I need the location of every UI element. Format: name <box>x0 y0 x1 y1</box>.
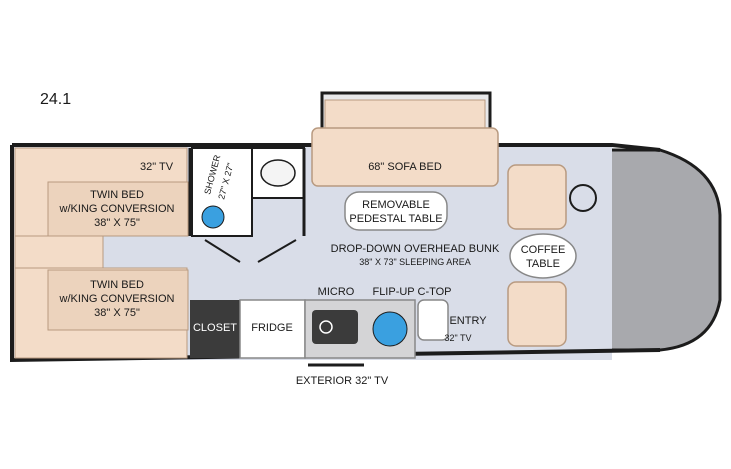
cab-area <box>598 148 722 352</box>
pedestal-table[interactable] <box>344 191 448 231</box>
galley-sink[interactable] <box>372 311 408 347</box>
entry-label: ENTRY <box>449 315 487 327</box>
coffee-table[interactable] <box>509 233 577 279</box>
coffee-label: COFFEE <box>521 244 566 256</box>
twin-top-title: TWIN BED <box>90 189 144 201</box>
bunk-size-label: 38" X 73" SLEEPING AREA <box>359 257 470 267</box>
coffee-sub-label: TABLE <box>526 258 560 270</box>
sofa-back <box>324 99 486 129</box>
cooktop-burner <box>319 320 333 334</box>
twin-bottom-title: TWIN BED <box>90 279 144 291</box>
bedroom-tv-label: 32" TV <box>140 161 174 173</box>
closet[interactable] <box>190 300 240 358</box>
passenger-seat-top[interactable] <box>507 164 567 230</box>
bath-door-swing <box>204 239 297 263</box>
table-sub-label: PEDESTAL TABLE <box>349 213 442 225</box>
twin-bottom-size: 38" X 75" <box>94 307 140 319</box>
flip-up-countertop[interactable] <box>417 299 449 341</box>
model-number: 24.1 <box>40 91 72 108</box>
entry-tv-label: 32" TV <box>444 333 471 343</box>
sofa-label: 68" SOFA BED <box>368 161 442 173</box>
table-label: REMOVABLE <box>362 199 430 211</box>
twin-top-size: 38" X 75" <box>94 217 140 229</box>
exterior-wall <box>10 143 661 363</box>
micro-label: MICRO <box>318 286 355 298</box>
king-filler <box>14 235 104 269</box>
twin-bottom-sub: w/KING CONVERSION <box>59 293 175 305</box>
microwave-cooktop[interactable] <box>312 310 358 344</box>
bed-pillow-bottom <box>47 269 189 331</box>
sofa-bed[interactable] <box>311 127 499 187</box>
fridge-label: FRIDGE <box>251 322 293 334</box>
sink-basin <box>201 205 225 229</box>
twin-top-sub: w/KING CONVERSION <box>59 203 175 215</box>
passenger-seat-bottom[interactable] <box>507 281 567 347</box>
bunk-label: DROP-DOWN OVERHEAD BUNK <box>331 243 500 255</box>
ctop-label: FLIP-UP C-TOP <box>372 286 451 298</box>
toilet[interactable] <box>260 159 296 187</box>
closet-label: CLOSET <box>193 322 237 334</box>
exterior-tv-label: EXTERIOR 32" TV <box>296 375 389 387</box>
bed-pillow-top <box>47 181 189 237</box>
steering-wheel-icon <box>569 184 597 212</box>
